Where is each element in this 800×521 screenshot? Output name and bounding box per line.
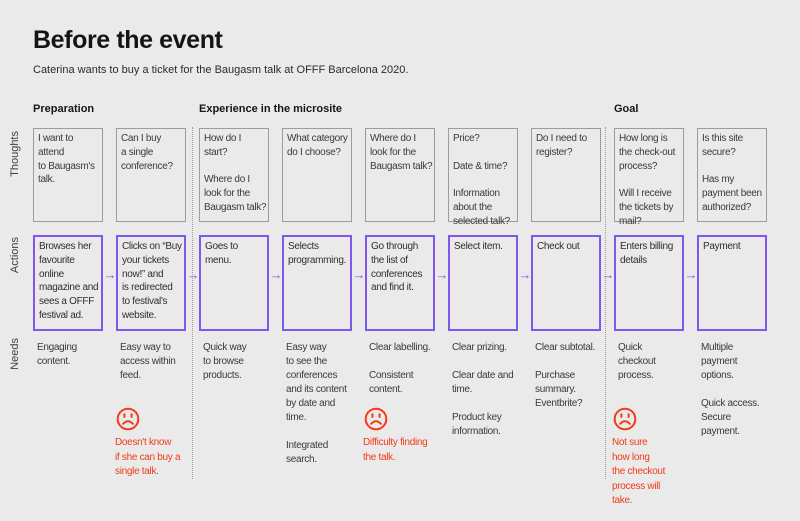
arrow-right-icon: → [352, 267, 366, 282]
needs-text: Multiple payment options. Quick access. … [701, 342, 760, 437]
thought-box: Where do I look for the Baugasm talk? [365, 128, 435, 222]
arrow-right-icon: → [103, 267, 117, 282]
thought-box: Do I need to register? [531, 128, 601, 222]
needs-text: Engaging content. [37, 342, 77, 367]
arrow-right-icon: → [684, 267, 698, 282]
phase-divider [192, 127, 193, 479]
sad-face-icon [613, 407, 637, 431]
needs-text: Clear prizing. Clear date and time. Prod… [452, 342, 514, 437]
arrow-right-icon: → [269, 267, 283, 282]
action-box: Enters billing details [614, 235, 684, 331]
phase-divider [605, 127, 606, 479]
action-box: Browses her favourite online magazine an… [33, 235, 103, 331]
needs-text: Clear subtotal. Purchase summary. Eventb… [535, 342, 595, 409]
sad-face-icon [116, 407, 140, 431]
pain-point-text: Not sure how long the checkout process w… [612, 437, 666, 506]
pain-point: Doesn't know if she can buy a single tal… [115, 406, 211, 480]
row-label-thoughts: Thoughts [9, 131, 21, 177]
thought-box: Is this site secure? Has my payment been… [697, 128, 767, 222]
thought-box: Price? Date & time? Information about th… [448, 128, 518, 227]
arrow-right-icon: → [518, 267, 532, 282]
arrow-right-icon: → [601, 267, 615, 282]
pain-point-text: Difficulty finding the talk. [363, 437, 428, 463]
page-subtitle: Caterina wants to buy a ticket for the B… [33, 64, 409, 76]
thought-box: I want to attend to Baugasm's talk. [33, 128, 103, 222]
phase-label-experience: Experience in the microsite [199, 103, 343, 115]
thought-box: How long is the check-out process? Will … [614, 128, 684, 227]
thought-box: What category do I choose? [282, 128, 352, 222]
row-label-needs: Needs [9, 338, 21, 370]
pain-point: Not sure how long the checkout process w… [612, 406, 708, 509]
row-label-actions: Actions [9, 237, 21, 274]
pain-point: Difficulty finding the talk. [363, 406, 459, 465]
action-box: Goes to menu. [199, 235, 269, 331]
action-box: Payment [697, 235, 767, 331]
phase-label-goal: Goal [614, 103, 639, 115]
action-box: Check out [531, 235, 601, 331]
action-box: Selects programming. [282, 235, 352, 331]
action-box: Select item. [448, 235, 518, 331]
needs-text: Easy way to access within feed. [120, 342, 176, 381]
needs-text: Quick checkout process. [618, 342, 656, 381]
needs-text: Clear labelling. Consistent content. [369, 342, 431, 395]
action-box: Clicks on “Buy your tickets now!” and is… [116, 235, 186, 331]
phase-label-preparation: Preparation [33, 103, 95, 115]
needs-text: Quick way to browse products. [203, 342, 247, 381]
arrow-right-icon: → [435, 267, 449, 282]
sad-face-icon [364, 407, 388, 431]
pain-point-text: Doesn't know if she can buy a single tal… [115, 437, 181, 477]
thought-box: Can I buy a single conference? [116, 128, 186, 222]
action-box: Go through the list of conferences and f… [365, 235, 435, 331]
thought-box: How do I start? Where do I look for the … [199, 128, 269, 222]
page-title: Before the event [33, 26, 223, 54]
arrow-right-icon: → [186, 267, 200, 282]
needs-text: Easy way to see the conferences and its … [286, 342, 347, 465]
